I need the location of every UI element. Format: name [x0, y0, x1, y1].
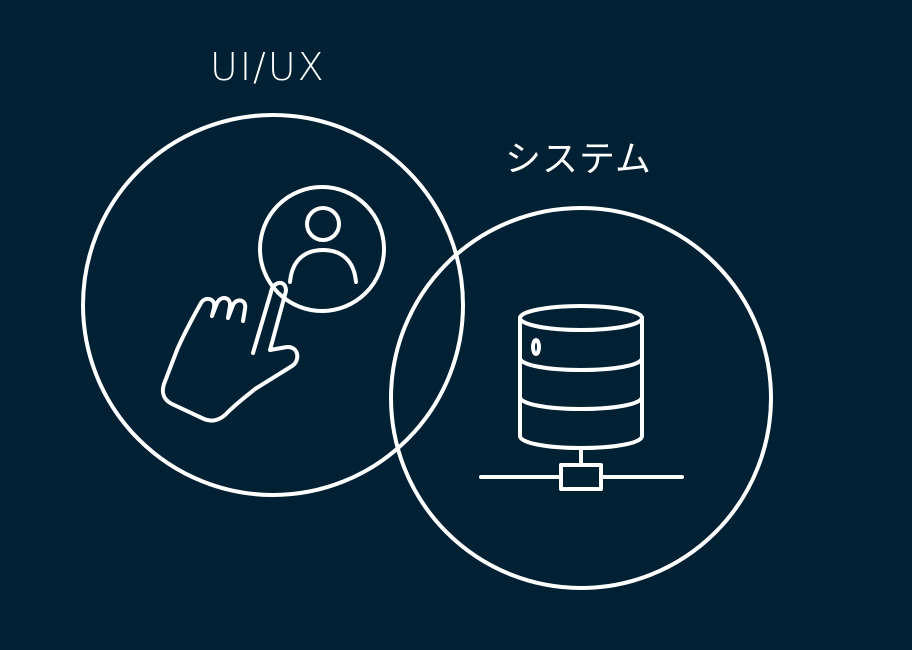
- uiux-circle: [81, 113, 465, 497]
- system-label: システム: [505, 139, 652, 180]
- uiux-label: UI/UX: [210, 45, 326, 89]
- network-icon: [479, 446, 684, 491]
- database-indicator: [531, 338, 541, 356]
- system-circle: [389, 206, 773, 590]
- pointing-hand-icon: [160, 280, 300, 423]
- database-server-icon: [518, 304, 644, 450]
- user-profile-icon: [258, 185, 386, 313]
